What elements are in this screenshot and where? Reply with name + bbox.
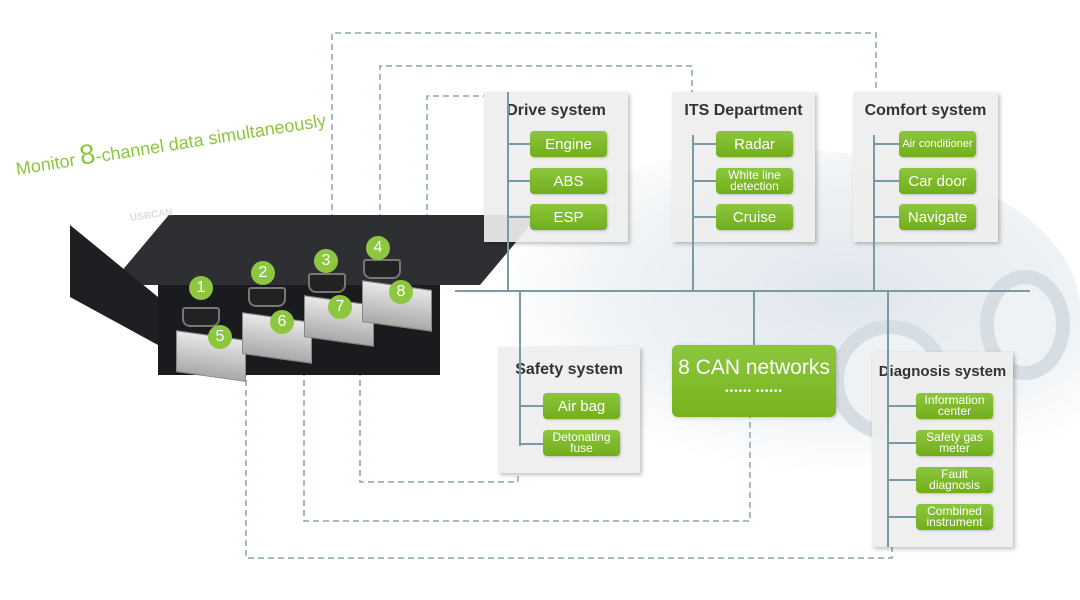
node-car-door: Car door xyxy=(899,168,976,194)
bus-branch xyxy=(519,291,521,446)
db9-port-3 xyxy=(308,273,346,293)
dashed-line-ch7 xyxy=(359,350,519,483)
node-air-bag: Air bag xyxy=(543,393,620,419)
usbcan-device: ZLG USBCAN 1 2 3 4 5 6 7 8 xyxy=(70,175,539,382)
node-engine: Engine xyxy=(530,131,607,157)
can-networks-dots: •••••• •••••• xyxy=(725,386,783,397)
node-cruise: Cruise xyxy=(716,204,793,230)
node-fault-diagnosis: Fault diagnosis xyxy=(916,467,993,493)
node-combined-instrument: Combined instrument xyxy=(916,504,993,530)
dashed-line-ch5 xyxy=(245,370,893,559)
node-navigate: Navigate xyxy=(899,204,976,230)
node-esp: ESP xyxy=(530,204,607,230)
can-networks-hub: 8 CAN networks •••••• •••••• xyxy=(672,345,836,417)
bus-branch xyxy=(887,291,889,547)
channel-badge-4: 4 xyxy=(366,236,390,260)
node-safety-gas-meter: Safety gas meter xyxy=(916,430,993,456)
channel-badge-2: 2 xyxy=(251,261,275,285)
bus-branch xyxy=(873,135,875,292)
channel-badge-3: 3 xyxy=(314,249,338,273)
channel-badge-5: 5 xyxy=(208,325,232,349)
node-information-center: Information center xyxy=(916,393,993,419)
channel-badge-8: 8 xyxy=(389,280,413,304)
node-radar: Radar xyxy=(716,131,793,157)
node-abs: ABS xyxy=(530,168,607,194)
panel-title: Diagnosis system xyxy=(878,363,1007,380)
zlg-logo: ZLG xyxy=(98,217,133,240)
panel-title: Comfort system xyxy=(864,102,987,119)
bus-branch xyxy=(507,92,509,292)
channel-badge-7: 7 xyxy=(328,295,352,319)
node-detonating-fuse: Detonating fuse xyxy=(543,430,620,456)
channel-badge-1: 1 xyxy=(189,276,213,300)
can-networks-label: 8 CAN networks xyxy=(678,356,830,379)
panel-title: ITS Department xyxy=(684,102,803,119)
dashed-line-ch1 xyxy=(331,32,877,290)
channel-badge-6: 6 xyxy=(270,310,294,334)
dashed-line-ch6 xyxy=(303,360,751,522)
panel-title: Safety system xyxy=(515,361,623,378)
db9-port-4 xyxy=(363,259,401,279)
bus-branch xyxy=(692,135,694,292)
db9-port-1 xyxy=(182,307,220,327)
dashed-line-ch2 xyxy=(379,65,693,250)
node-white-line-detection: White line detection xyxy=(716,168,793,194)
panel-title: Drive system xyxy=(506,102,606,119)
dashed-line-ch3 xyxy=(426,95,484,240)
db9-port-2 xyxy=(248,287,286,307)
node-air-conditioner: Air conditioner xyxy=(899,131,976,157)
